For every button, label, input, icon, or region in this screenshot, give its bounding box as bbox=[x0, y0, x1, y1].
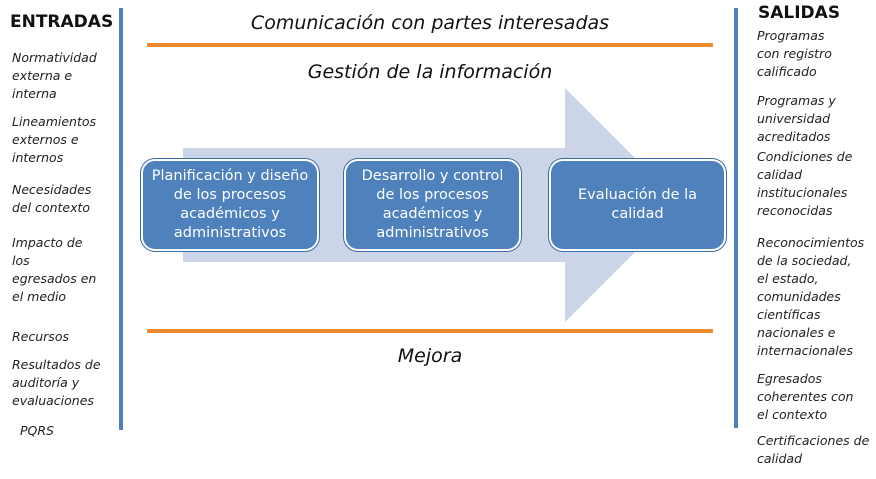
salida-item: Egresados coherentes con el contexto bbox=[757, 371, 854, 422]
entrada-item: Recursos bbox=[12, 329, 69, 344]
entrada-item: Normatividad externa e interna bbox=[12, 50, 97, 101]
left-divider bbox=[119, 8, 123, 430]
salida-item: Programas con registro calificado bbox=[757, 28, 832, 79]
salidas-heading: SALIDAS bbox=[758, 3, 841, 23]
entrada-item: PQRS bbox=[20, 423, 54, 438]
right-divider bbox=[734, 8, 738, 428]
top-orange-line bbox=[147, 43, 713, 47]
entrada-item: Lineamientos externos e internos bbox=[12, 114, 97, 165]
communication-label: Comunicación con partes interesadas bbox=[250, 12, 610, 34]
information-label: Gestión de la información bbox=[307, 61, 553, 83]
improvement-label: Mejora bbox=[397, 345, 463, 367]
salida-item: Condiciones de calidad institucionales r… bbox=[757, 149, 853, 218]
entrada-item: Necesidades del contexto bbox=[12, 182, 92, 215]
step-development: Desarrollo y control de los procesos aca… bbox=[344, 159, 521, 251]
step-evaluation: Evaluación de la calidad bbox=[549, 159, 726, 251]
salida-item: Reconocimientos de la sociedad, el estad… bbox=[757, 235, 865, 358]
bottom-orange-line bbox=[147, 329, 713, 333]
entrada-item: Resultados de auditoría y evaluaciones bbox=[12, 357, 101, 408]
salida-item: Certificaciones de calidad bbox=[757, 433, 870, 466]
entrada-item: Impacto de los egresados en el medio bbox=[12, 235, 97, 304]
salida-item: Programas y universidad acreditados bbox=[757, 93, 836, 144]
step-planning: Planificación y diseño de los procesos a… bbox=[141, 159, 319, 251]
entradas-heading: ENTRADAS bbox=[10, 12, 114, 32]
